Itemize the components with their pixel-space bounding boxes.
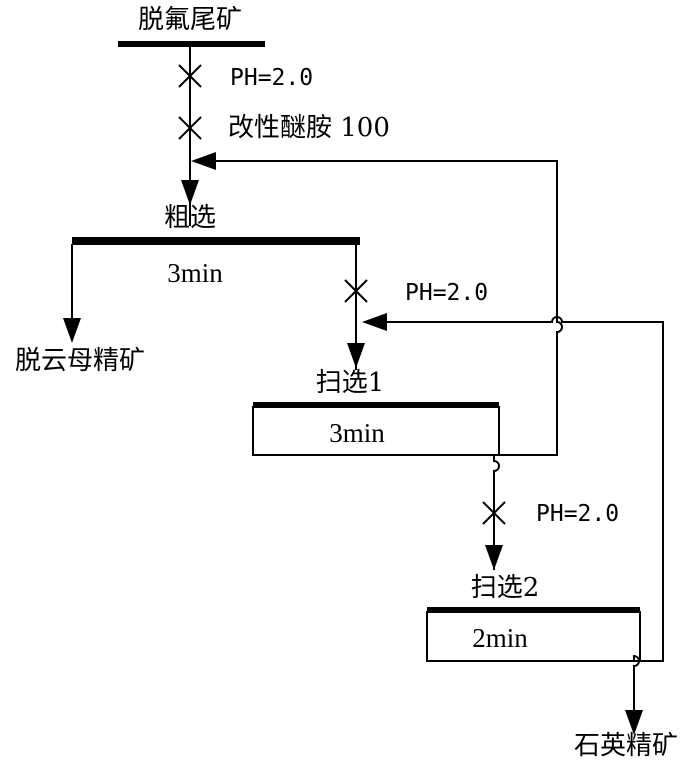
stage-scavenger2-cell bbox=[426, 611, 641, 662]
scavenger1-return-line bbox=[215, 160, 563, 456]
reagent-addition-mark bbox=[178, 116, 202, 140]
stage-scavenger2-time: 2min bbox=[472, 623, 528, 653]
stage-scavenger1-label: 扫选1 bbox=[316, 368, 385, 398]
quartz-concentrate-arrowhead bbox=[625, 710, 643, 735]
rougher-tailing-reagent: PH=2.0 bbox=[405, 280, 488, 306]
mica-concentrate-arrowhead bbox=[63, 318, 81, 343]
feed-arrowhead bbox=[181, 180, 199, 205]
scavenger2-return-line bbox=[385, 316, 664, 662]
feed-reagent-collector: 改性醚胺 100 bbox=[228, 113, 390, 143]
feed-label: 脱氟尾矿 bbox=[138, 5, 242, 35]
rougher-tailing-arrowhead bbox=[347, 343, 365, 368]
reagent-addition-mark bbox=[178, 64, 202, 88]
stage-rougher-label: 粗选 bbox=[164, 203, 216, 233]
stage-scavenger1-time: 3min bbox=[329, 418, 385, 448]
reagent-addition-mark bbox=[482, 501, 506, 525]
stage-scavenger1-cell bbox=[252, 406, 500, 456]
scavenger1-tailing-reagent: PH=2.0 bbox=[536, 501, 619, 527]
scavenger1-tailing-flow-line bbox=[493, 455, 500, 570]
stage-scavenger2-label: 扫选2 bbox=[471, 573, 540, 603]
product-mica-concentrate: 脱云母精矿 bbox=[15, 346, 145, 376]
scavenger1-return-arrowhead bbox=[191, 152, 216, 170]
quartz-concentrate-flow-line bbox=[633, 654, 640, 712]
feed-reagent-ph: PH=2.0 bbox=[230, 65, 313, 91]
scavenger1-tailing-arrowhead bbox=[485, 545, 503, 570]
scavenger2-return-arrowhead bbox=[362, 313, 387, 331]
stage-rougher-time: 3min bbox=[167, 258, 223, 288]
product-quartz-concentrate: 石英精矿 bbox=[574, 731, 678, 761]
reagent-addition-mark bbox=[344, 279, 368, 303]
